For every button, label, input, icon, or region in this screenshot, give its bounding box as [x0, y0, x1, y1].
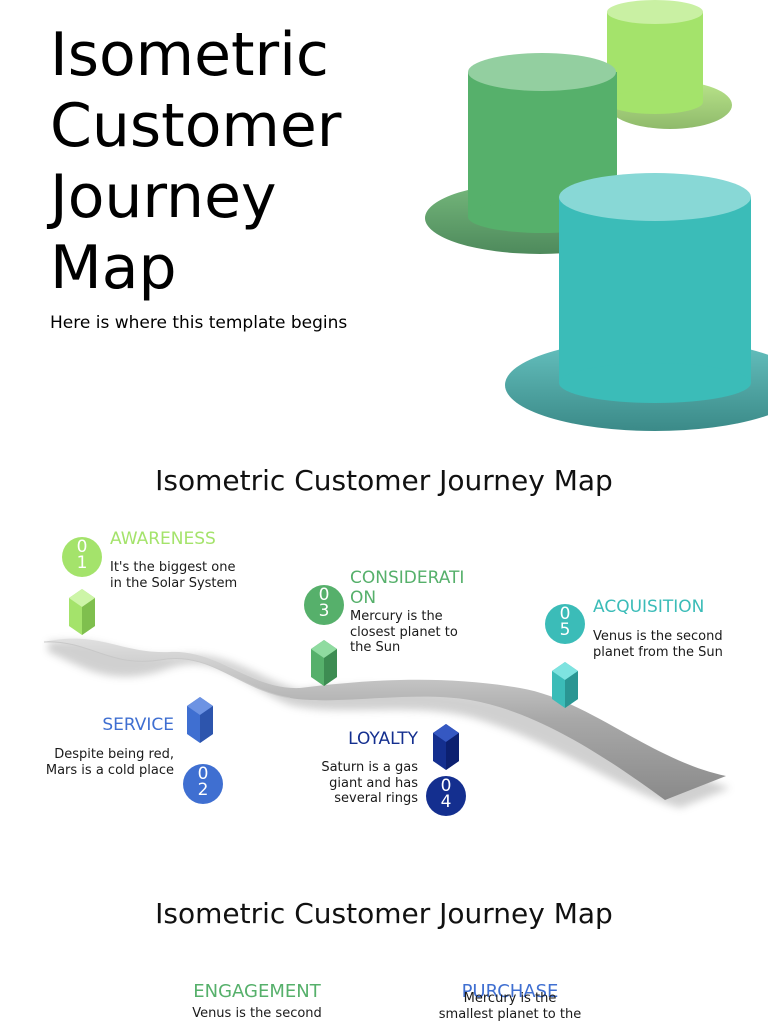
gem-consideration-icon	[311, 640, 337, 686]
gem-awareness-icon	[69, 589, 95, 635]
hero-subtitle: Here is where this template begins	[50, 313, 348, 333]
stage-desc-loyalty: Saturn is a gas giant and has several ri…	[321, 760, 418, 806]
gem-service-icon	[187, 697, 213, 743]
stage-desc-consideration: Mercury is the closest planet to the Sun	[350, 609, 458, 655]
journey-map-title: Isometric Customer Journey Map	[155, 464, 613, 497]
stage-desc-service: Despite being red, Mars is a cold place	[45, 747, 174, 778]
stage-label-service: SERVICE	[102, 715, 174, 735]
gem-loyalty-icon	[433, 724, 459, 770]
stage-label-acquisition: ACQUISITION	[593, 597, 705, 617]
journey-map-title-2: Isometric Customer Journey Map	[155, 897, 613, 930]
stage-label-purchase: PURCHASE	[461, 981, 559, 1002]
hero-title: Isometric Customer Journey Map	[50, 20, 341, 304]
stage-desc-acquisition: Venus is the second planet from the Sun	[593, 629, 723, 660]
hero-title-line: Map	[50, 233, 177, 303]
lime-cylinder	[607, 0, 732, 129]
isometric-cylinders-illustration	[425, 0, 768, 431]
stage-label-consideration: CONSIDERATI ON	[350, 568, 465, 608]
gem-acquisition-icon	[552, 662, 578, 708]
stage-label-engagement: ENGAGEMENT	[193, 981, 321, 1002]
stage-label-loyalty: LOYALTY	[348, 729, 418, 749]
hero-title-line: Journey	[50, 162, 277, 232]
stage-desc-awareness: It's the biggest one in the Solar System	[110, 560, 238, 591]
hero-title-line: Customer	[50, 91, 342, 161]
stage-label-awareness: AWARENESS	[110, 529, 216, 549]
hero-title-line: Isometric	[50, 20, 329, 90]
stage-desc-engagement: Venus is the second	[192, 1006, 322, 1021]
teal-cylinder	[505, 173, 768, 431]
stage-desc-purchase: Mercury is the smallest planet to the	[438, 991, 582, 1022]
